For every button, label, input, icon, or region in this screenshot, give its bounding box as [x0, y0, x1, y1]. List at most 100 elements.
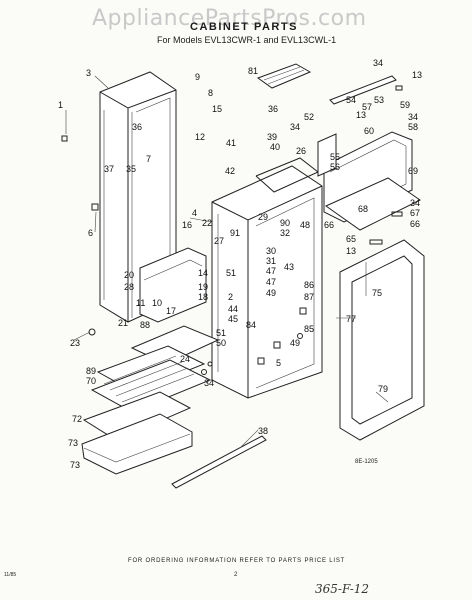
- callout-9: 9: [195, 72, 200, 82]
- callout-48: 47: [266, 277, 276, 287]
- callout-16: 16: [182, 220, 192, 230]
- callout-87: 87: [304, 292, 314, 302]
- callout-43: 41: [226, 138, 236, 148]
- callout-27: 27: [214, 236, 224, 246]
- callout-19: 19: [198, 282, 208, 292]
- callout-45: 44: [228, 304, 238, 314]
- watermark: AppliancePartsPros.com: [92, 6, 367, 31]
- callout-57: 55: [330, 152, 340, 162]
- callout-51: 49: [290, 338, 300, 348]
- callout-21: 21: [118, 318, 128, 328]
- callout-5: 5: [276, 358, 281, 368]
- handwritten-note: 365-F-12: [315, 582, 370, 596]
- figure-code: 8E-1205: [355, 459, 378, 465]
- callout-42: 42: [225, 166, 235, 176]
- print-code: 11/85: [4, 572, 17, 578]
- callout-3: 3: [86, 68, 91, 78]
- callout-73: 73: [70, 460, 80, 470]
- callout-38: 38: [258, 426, 268, 436]
- callout-24: 24: [180, 354, 190, 364]
- callout-88: 88: [140, 320, 150, 330]
- callout-53a: 51: [226, 268, 236, 278]
- callout-7: 7: [146, 154, 151, 164]
- freezer-door-panel-drawing: [317, 75, 421, 231]
- callout-30: 30: [266, 246, 276, 256]
- cabinet-wrapper-drawing: [99, 71, 177, 323]
- callout-85: 85: [304, 324, 314, 334]
- callout-79: 79: [378, 384, 388, 394]
- callout-55: 53: [374, 95, 384, 105]
- fasteners-drawing: [61, 85, 403, 375]
- callout-46: 45: [228, 314, 238, 324]
- callout-11: 11: [136, 298, 145, 308]
- callout-68: 69: [408, 166, 418, 176]
- callout-2: 2: [228, 292, 233, 302]
- page-number: 2: [234, 572, 238, 578]
- callout-4: 4: [192, 208, 197, 218]
- callout-49: 49: [266, 288, 276, 298]
- callout-72: 73: [68, 438, 78, 448]
- callout-18: 18: [198, 292, 208, 302]
- callout-50: 48: [300, 220, 310, 230]
- callout-22: 22: [202, 218, 212, 228]
- top-grille-drawing: [256, 63, 312, 89]
- callout-1: 1: [58, 100, 63, 110]
- callout-12: 12: [195, 132, 205, 142]
- callout-labels: 3 1 9 8 15 12 36 37 35 7 6 81 34 13 54 5…: [58, 58, 422, 470]
- callout-59: 57: [362, 102, 372, 112]
- callout-56: 54: [346, 95, 356, 105]
- callout-26: 26: [296, 146, 306, 156]
- callout-34c: 34: [290, 122, 300, 132]
- callout-54: 52: [304, 112, 314, 122]
- callout-53b: 51: [216, 328, 226, 338]
- callout-47: 47: [266, 266, 276, 276]
- callout-69: 70: [86, 376, 96, 386]
- leader-lines: [65, 75, 389, 449]
- trim-strip-drawing: [171, 435, 267, 489]
- callout-67: 68: [358, 204, 368, 214]
- callout-32: 32: [280, 228, 290, 238]
- callout-91: 91: [230, 228, 240, 238]
- callout-60: 58: [408, 122, 418, 132]
- evaporator-drawing: [139, 247, 207, 323]
- callout-34d: 34: [410, 198, 420, 208]
- callout-41: 40: [270, 142, 280, 152]
- callout-89: 89: [86, 366, 96, 376]
- crisper-drawing: [81, 325, 220, 475]
- callout-65: 67: [410, 208, 420, 218]
- callout-66: 66: [324, 220, 334, 230]
- callout-86: 86: [304, 280, 314, 290]
- callout-64: 66: [410, 219, 420, 229]
- callout-40: 39: [267, 132, 277, 142]
- callout-44: 43: [284, 262, 294, 272]
- callout-34b: 34: [408, 112, 418, 122]
- callout-34e: 34: [204, 378, 214, 388]
- ordering-footer: FOR ORDERING INFORMATION REFER TO PARTS …: [128, 558, 346, 564]
- callout-15: 15: [212, 104, 222, 114]
- callout-34a: 34: [373, 58, 383, 68]
- callout-28: 28: [124, 282, 134, 292]
- callout-8: 8: [208, 88, 213, 98]
- callout-58: 56: [330, 162, 340, 172]
- callout-13a: 13: [412, 70, 422, 80]
- callout-13b: 13: [356, 110, 366, 120]
- callout-17: 17: [166, 306, 176, 316]
- callout-75: 75: [372, 288, 382, 298]
- callout-62b: 65: [346, 234, 356, 244]
- callout-29: 29: [258, 212, 268, 222]
- callout-37: 37: [104, 164, 114, 174]
- callout-31: 31: [266, 256, 276, 266]
- callout-81: 81: [248, 66, 258, 76]
- diagram-title: CABINET PARTS: [190, 21, 298, 33]
- door-gasket-drawing: [339, 239, 425, 441]
- model-subtitle: For Models EVL13CWR-1 and EVL13CWL-1: [157, 35, 337, 45]
- callout-52: 50: [216, 338, 226, 348]
- callout-70: 72: [72, 414, 82, 424]
- callout-36b: 36: [268, 104, 278, 114]
- callout-10: 10: [152, 298, 162, 308]
- callout-61: 59: [400, 100, 410, 110]
- callout-62a: 60: [364, 126, 374, 136]
- callout-6: 6: [88, 228, 93, 238]
